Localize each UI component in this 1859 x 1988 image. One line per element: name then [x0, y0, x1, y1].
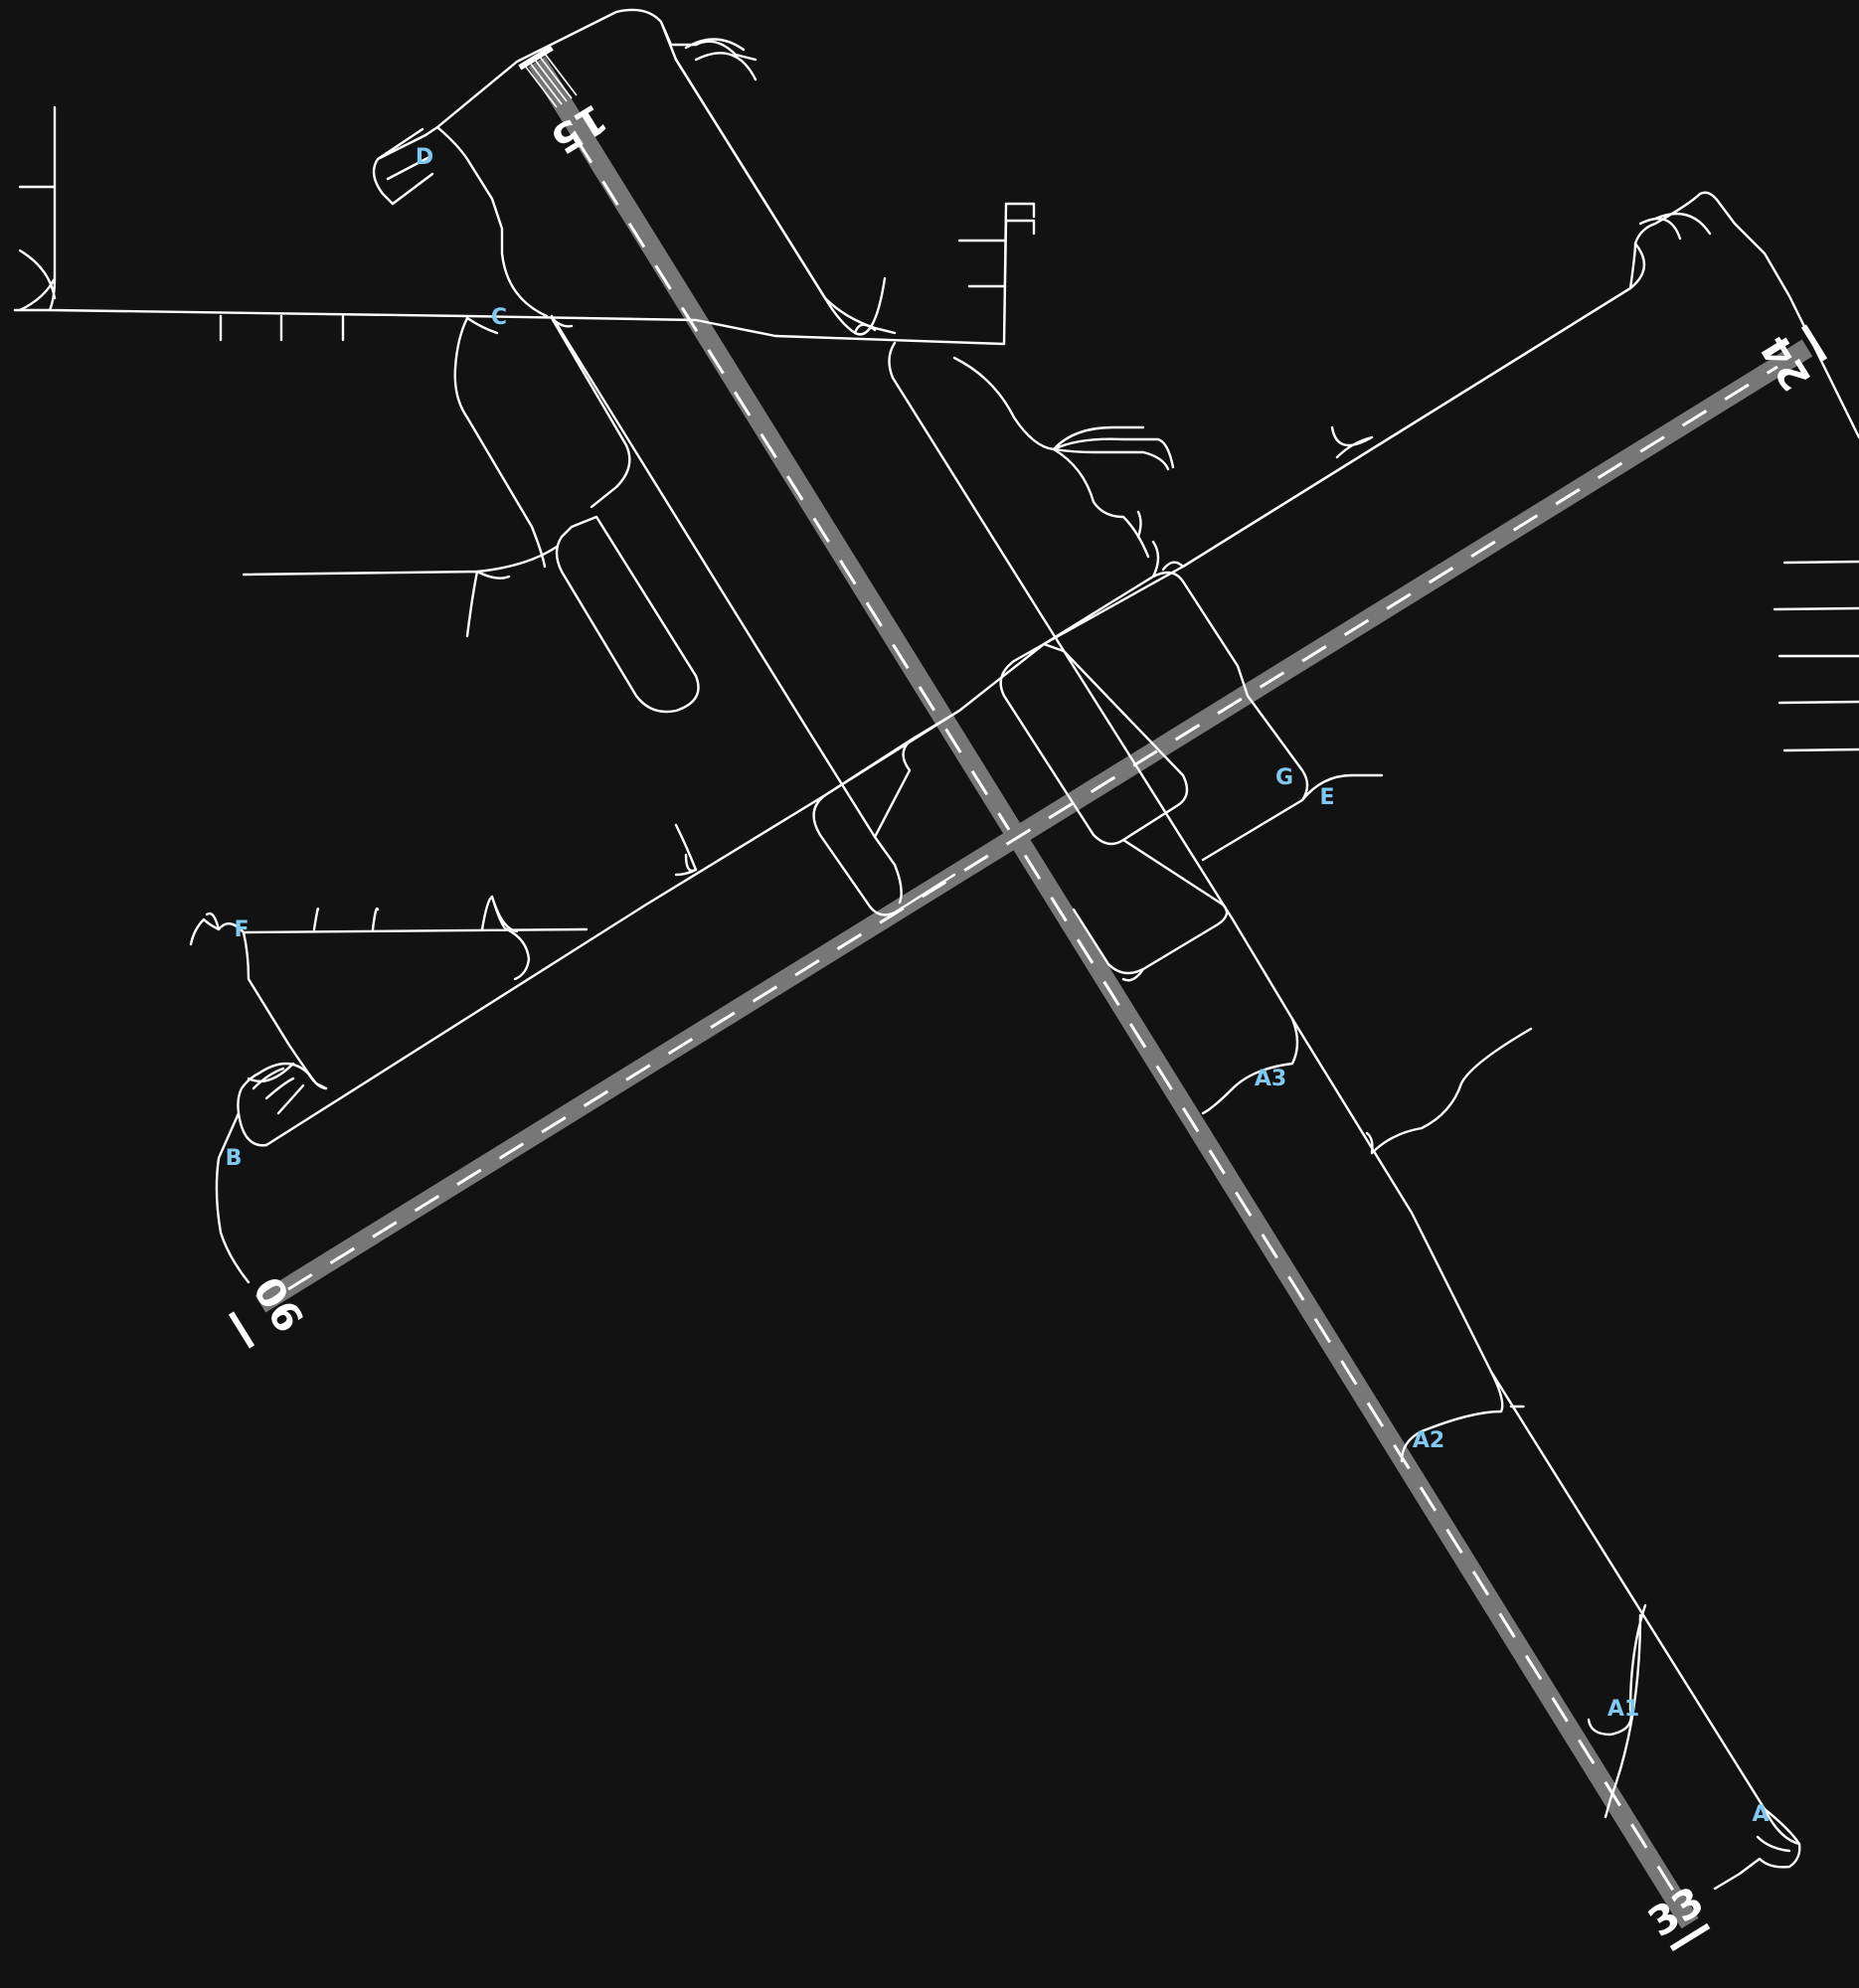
taxiway-label-A2[interactable]: A2: [1413, 1428, 1444, 1453]
taxiway-labels: D C F B G E A3 A2 A1 A: [226, 145, 1770, 1827]
runway-06-24-surface: [254, 339, 1813, 1313]
taxiway-west-loop-a: [555, 515, 700, 714]
taxiway-A2-connector: [1400, 1370, 1525, 1463]
runway-15-threshold: [518, 45, 554, 71]
taxiway-A-south-extension: [1713, 1807, 1801, 1891]
taxiway-label-B[interactable]: B: [226, 1146, 243, 1171]
taxiway-network[interactable]: [13, 8, 1859, 1891]
taxiway-north-east-parallel: [1161, 286, 1632, 572]
runway-33-label[interactable]: 33: [1640, 1879, 1712, 1946]
taxiway-label-A3[interactable]: A3: [1255, 1067, 1286, 1091]
taxiway-F: [189, 895, 589, 1090]
taxiway-label-E[interactable]: E: [1319, 785, 1334, 810]
runway-labels: 15 33 06 24: [244, 94, 1820, 1946]
taxiway-east-parallel-15: [888, 341, 1801, 1846]
runway-06-threshold: [228, 1311, 255, 1349]
taxiway-label-D[interactable]: D: [416, 145, 433, 170]
taxiway-C-horizontal: [13, 105, 1036, 346]
taxiway-ramp-curls-north-east: [1052, 425, 1175, 539]
taxiway-B-loop: [247, 1062, 328, 1090]
taxiway-label-F[interactable]: F: [234, 917, 249, 942]
taxiway-label-G[interactable]: G: [1275, 765, 1293, 790]
runway-15-33[interactable]: [518, 45, 1711, 1952]
runway-15-33-surface: [528, 56, 1699, 1929]
runway-15-threshold-stripes: [524, 53, 578, 108]
taxiway-east-spur-A3: [1365, 1027, 1533, 1155]
taxiway-parallel-06-north: [264, 191, 1859, 1147]
taxiway-A1-connector: [1587, 1603, 1647, 1819]
taxiway-label-A1[interactable]: A1: [1607, 1697, 1639, 1722]
taxiway-east-ramp-stubs: [1773, 560, 1859, 752]
taxiway-G-E: [1201, 694, 1384, 862]
runway-06-24[interactable]: [228, 324, 1828, 1349]
taxiway-intersection-loop-west: [812, 709, 961, 916]
taxiway-west-mid-spur: [674, 823, 698, 877]
taxiway-B: [215, 1067, 305, 1284]
taxiway-label-C[interactable]: C: [491, 305, 507, 330]
taxiway-C-D-segment: [372, 125, 549, 318]
runway-06-24-centerline: [287, 365, 1778, 1291]
taxiway-intersection-loop-center: [999, 642, 1189, 846]
taxiway-west-to-C-junction: [242, 545, 559, 638]
runway-33-threshold: [1669, 1922, 1711, 1952]
taxiway-intersection-loop-north: [1042, 540, 1250, 698]
taxiway-mid-parallel-west: [550, 314, 903, 905]
taxiway-west-parallel-inner: [550, 316, 631, 509]
taxiway-A3-connector: [1201, 1017, 1299, 1115]
taxiway-east-of-15-north: [674, 58, 887, 336]
taxiway-C-curve-down: [453, 316, 547, 569]
taxiway-label-A[interactable]: A: [1752, 1802, 1769, 1827]
taxiway-intersection-loop-south: [1072, 838, 1229, 982]
taxiway-D-north: [435, 8, 897, 335]
